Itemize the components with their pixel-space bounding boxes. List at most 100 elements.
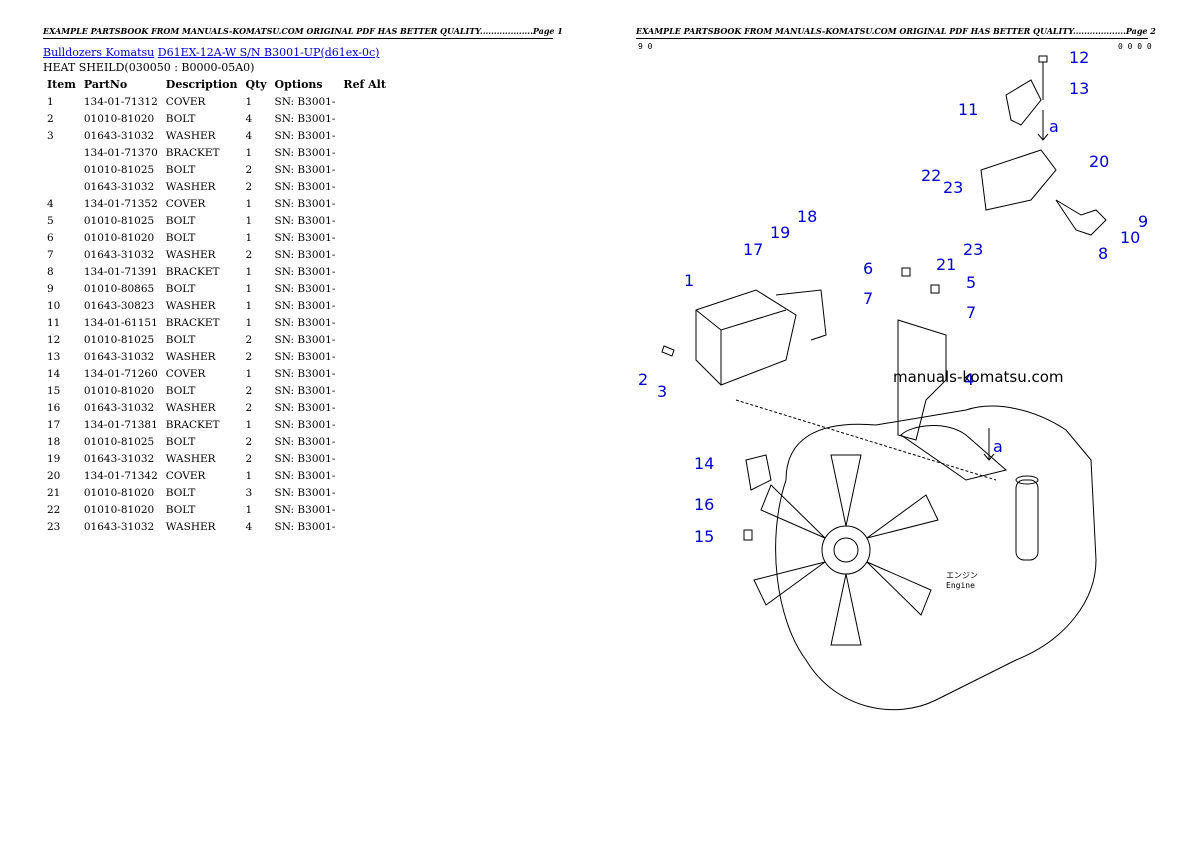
cell-qty: 4 — [245, 112, 253, 125]
cell-partno: 01010-81020 — [83, 112, 155, 125]
cell-ref-alt — [339, 484, 390, 501]
breadcrumb-link-model[interactable]: D61EX-12A-W S/N B3001-UP(d61ex-0c) — [157, 46, 380, 59]
cell-qty: 1 — [245, 418, 253, 431]
watermark-text: manuals-komatsu.com — [893, 368, 1064, 386]
cell-partno: 01643-31032 — [83, 248, 155, 261]
cell-ref-alt — [339, 161, 390, 178]
cell-description: BRACKET — [165, 316, 220, 329]
page-header-left: EXAMPLE PARTSBOOK FROM MANUALS-KOMATSU.C… — [43, 26, 563, 39]
section-title: HEAT SHEILD(030050 : B0000-05A0) — [43, 61, 255, 74]
cell-description: WASHER — [165, 180, 216, 193]
cell-qty: 1 — [245, 367, 253, 380]
cell-item: 9 — [47, 282, 54, 295]
cell-description: BRACKET — [165, 265, 220, 278]
cell-qty: 2 — [245, 452, 253, 465]
cell-description: COVER — [165, 197, 206, 210]
cell-ref-alt — [339, 416, 390, 433]
cell-partno: 01010-81020 — [83, 503, 155, 516]
cell-description: BOLT — [165, 282, 196, 295]
callout-16: 16 — [694, 495, 714, 514]
callout-20: 20 — [1089, 152, 1109, 171]
callout-4: 4 — [964, 370, 974, 389]
cover-1-shape — [695, 289, 797, 386]
cell-ref-alt — [339, 450, 390, 467]
cell-options: SN: B3001- — [274, 163, 336, 176]
cell-partno: 134-01-71260 — [83, 367, 158, 380]
callout-1: 1 — [684, 271, 694, 290]
cell-qty: 1 — [245, 146, 253, 159]
cell-qty: 1 — [245, 95, 253, 108]
column-header-ref-alt: Ref Alt — [343, 78, 386, 91]
cell-partno: 134-01-71391 — [83, 265, 158, 278]
cell-qty: 1 — [245, 231, 253, 244]
cell-qty: 2 — [245, 248, 253, 261]
callout-23a: 23 — [943, 178, 963, 197]
cell-description: WASHER — [165, 299, 216, 312]
cell-ref-alt — [339, 144, 390, 161]
cell-partno: 134-01-71342 — [83, 469, 158, 482]
cell-partno: 01010-81020 — [83, 231, 155, 244]
cell-partno: 01643-31032 — [83, 350, 155, 363]
callout-14: 14 — [694, 454, 714, 473]
cell-partno: 01010-81025 — [83, 435, 155, 448]
callout-7a: 7 — [863, 289, 873, 308]
cell-partno: 01010-81025 — [83, 214, 155, 227]
bolt-12 — [1038, 55, 1048, 63]
callout-17: 17 — [743, 240, 763, 259]
cell-ref-alt — [339, 280, 390, 297]
cell-item: 12 — [47, 333, 61, 346]
cell-options: SN: B3001- — [274, 350, 336, 363]
cell-options: SN: B3001- — [274, 265, 336, 278]
cell-description: WASHER — [165, 520, 216, 533]
cell-description: BOLT — [165, 384, 196, 397]
cell-ref-alt — [339, 467, 390, 484]
cell-partno: 134-01-71312 — [83, 95, 158, 108]
cell-item: 2 — [47, 112, 54, 125]
callout-15: 15 — [694, 527, 714, 546]
cell-item: 6 — [47, 231, 54, 244]
callout-labels: 1 2 3 4 5 6 7 7 8 9 10 11 12 13 14 15 16… — [638, 48, 1148, 546]
cell-qty: 2 — [245, 163, 253, 176]
cell-qty: 4 — [245, 520, 253, 533]
cell-description: BOLT — [165, 112, 196, 125]
callout-23b: 23 — [963, 240, 983, 259]
cell-item: 17 — [47, 418, 61, 431]
callout-8: 8 — [1098, 244, 1108, 263]
cell-partno: 01643-31032 — [83, 401, 155, 414]
bolt-2 — [661, 345, 675, 357]
engine-label-jp: エンジン — [946, 571, 978, 580]
bracket-8-shape — [1055, 199, 1107, 236]
cell-item: 21 — [47, 486, 61, 499]
breadcrumb-link-category[interactable]: Bulldozers Komatsu — [43, 46, 155, 59]
cell-qty: 2 — [245, 333, 253, 346]
cell-item: 1 — [47, 95, 54, 108]
cell-ref-alt — [339, 501, 390, 518]
cell-qty: 2 — [245, 435, 253, 448]
bolt-15 — [743, 529, 753, 541]
callout-19: 19 — [770, 223, 790, 242]
corner-label-left: 9 0 — [638, 42, 653, 51]
cell-description: COVER — [165, 469, 206, 482]
cell-qty: 2 — [245, 180, 253, 193]
column-header-partno: PartNo — [83, 78, 128, 91]
cell-options: SN: B3001- — [274, 316, 336, 329]
callout-13: 13 — [1069, 79, 1089, 98]
callout-22: 22 — [921, 166, 941, 185]
page-header-right: EXAMPLE PARTSBOOK FROM MANUALS-KOMATSU.C… — [636, 26, 1156, 39]
cell-ref-alt — [339, 348, 390, 365]
cell-ref-alt — [339, 314, 390, 331]
cell-options: SN: B3001- — [274, 435, 336, 448]
